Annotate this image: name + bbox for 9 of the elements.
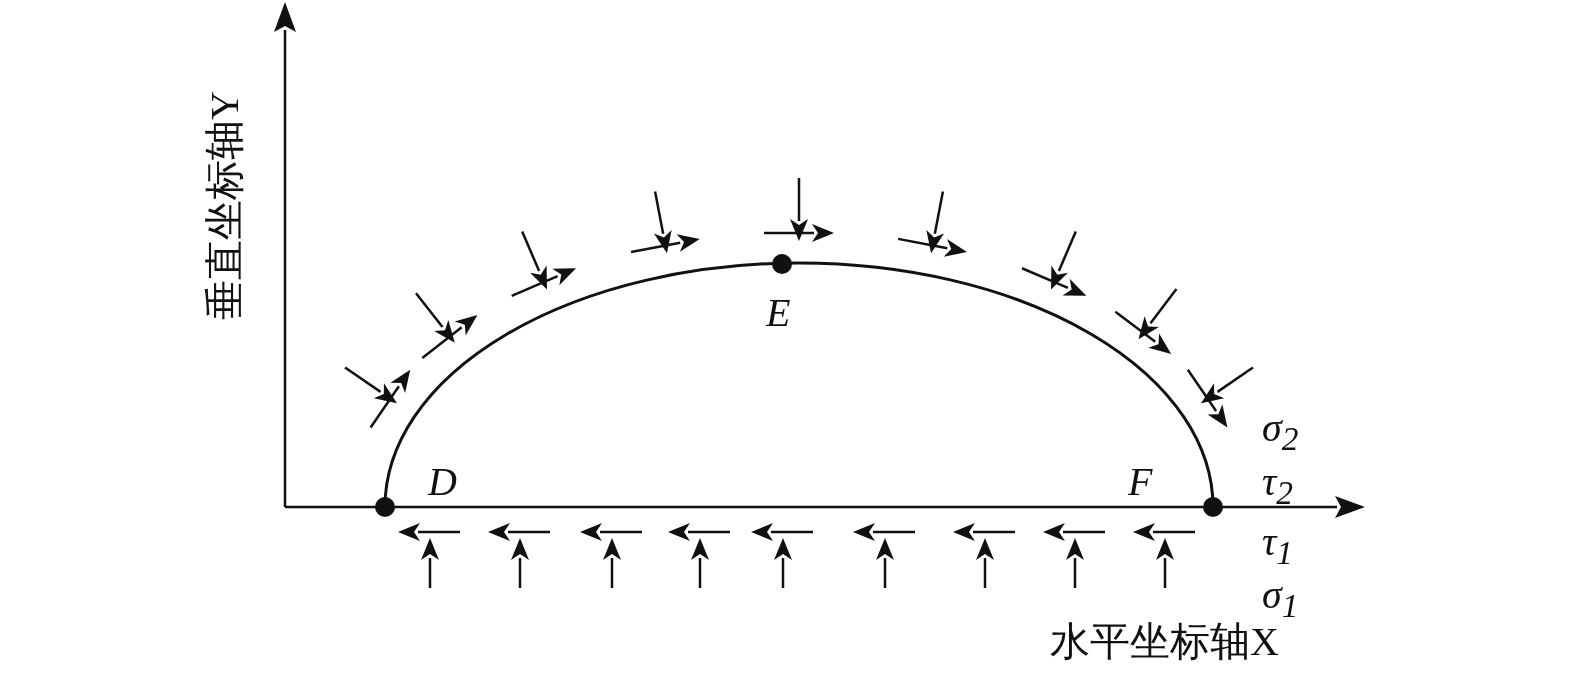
point-label: E xyxy=(766,293,791,333)
stress-symbol: τ$_{2}$ xyxy=(1262,462,1293,510)
stress-symbol: τ$_{1}$ xyxy=(1262,522,1293,570)
axis-label: 水平坐标轴X xyxy=(1050,622,1279,662)
stress-symbol: σ$_{2}$ xyxy=(1262,408,1299,456)
stress-symbol: σ$_{1}$ xyxy=(1262,575,1299,623)
point-label: F xyxy=(1128,462,1153,502)
point-label: D xyxy=(428,462,457,502)
axis-label: 垂直坐标轴Y xyxy=(205,91,245,320)
